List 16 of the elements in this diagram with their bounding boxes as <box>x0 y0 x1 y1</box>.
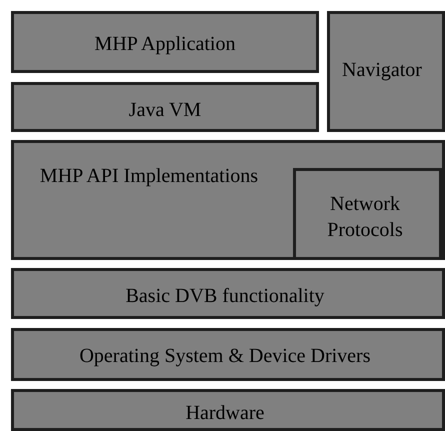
layer-label: Hardware <box>184 401 266 426</box>
layer-box <box>11 328 445 381</box>
layer-label: Network Protocols <box>326 192 404 243</box>
layer-label: Navigator <box>341 58 423 83</box>
layer-box <box>293 168 442 260</box>
layer-label: Basic DVB functionality <box>124 284 326 309</box>
layer-box <box>11 268 445 319</box>
layer-box <box>327 11 445 132</box>
layer-label: Java VM <box>128 98 202 123</box>
layer-box <box>11 389 445 431</box>
layer-box <box>11 140 445 260</box>
layer-box <box>11 11 319 73</box>
layer-label: MHP API Implementations <box>38 164 260 189</box>
layer-label: MHP Application <box>94 32 236 57</box>
layer-label: Operating System & Device Drivers <box>78 344 372 369</box>
layer-box <box>11 82 319 132</box>
